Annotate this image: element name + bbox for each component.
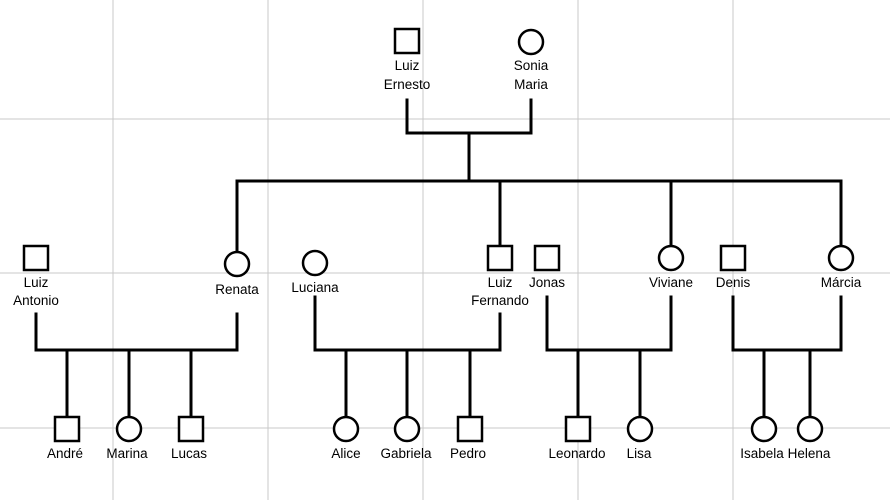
female-symbol	[796, 415, 824, 443]
person-andre[interactable]: André	[47, 415, 83, 461]
person-jonas[interactable]: Jonas	[529, 244, 565, 290]
male-symbol	[456, 415, 484, 443]
person-name: Renata	[215, 282, 259, 297]
person-luciana[interactable]: Luciana	[291, 249, 339, 295]
person-name: Luciana	[291, 280, 339, 295]
relationship-lines	[34, 98, 843, 419]
person-luiz-fernando[interactable]: Luiz Fernando	[471, 244, 529, 308]
person-renata[interactable]: Renata	[215, 250, 259, 297]
person-viviane[interactable]: Viviane	[649, 244, 693, 290]
person-alice[interactable]: Alice	[331, 415, 361, 461]
person-marina[interactable]: Marina	[106, 415, 148, 461]
person-name-line1: Luiz	[24, 275, 49, 290]
person-gabriela[interactable]: Gabriela	[380, 415, 432, 461]
female-symbol	[301, 249, 329, 277]
person-name: Lisa	[627, 446, 652, 461]
person-name-line1: Luiz	[395, 58, 420, 73]
person-name-line1: Luiz	[488, 275, 513, 290]
person-name: Márcia	[821, 275, 862, 290]
person-name: Marina	[106, 446, 148, 461]
person-name: Helena	[788, 446, 831, 461]
person-lucas[interactable]: Lucas	[171, 415, 207, 461]
female-symbol	[223, 250, 251, 278]
female-symbol	[827, 244, 855, 272]
person-name: Leonardo	[548, 446, 605, 461]
female-symbol	[517, 28, 545, 56]
person-isabela[interactable]: Isabela	[740, 415, 784, 461]
female-symbol	[750, 415, 778, 443]
person-name: Jonas	[529, 275, 565, 290]
person-name: Isabela	[740, 446, 784, 461]
person-name: Denis	[716, 275, 751, 290]
person-name-line2: Maria	[514, 77, 548, 92]
male-symbol	[22, 244, 50, 272]
male-symbol	[719, 244, 747, 272]
person-helena[interactable]: Helena	[788, 415, 831, 461]
female-symbol	[115, 415, 143, 443]
person-lisa[interactable]: Lisa	[626, 415, 654, 461]
person-name-line2: Antonio	[13, 293, 59, 308]
person-name-line2: Ernesto	[384, 77, 431, 92]
person-name: Gabriela	[380, 446, 432, 461]
female-symbol	[393, 415, 421, 443]
male-symbol	[177, 415, 205, 443]
person-name: Lucas	[171, 446, 207, 461]
person-luiz-ernesto[interactable]: Luiz Ernesto	[384, 27, 431, 92]
female-symbol	[332, 415, 360, 443]
male-symbol	[486, 244, 514, 272]
male-symbol	[393, 27, 421, 55]
person-leonardo[interactable]: Leonardo	[548, 415, 606, 461]
person-name: Pedro	[450, 446, 486, 461]
person-name-line1: Sonia	[514, 58, 549, 73]
person-denis[interactable]: Denis	[716, 244, 751, 290]
person-marcia[interactable]: Márcia	[821, 244, 862, 290]
female-symbol	[657, 244, 685, 272]
person-name: Viviane	[649, 275, 693, 290]
person-sonia-maria[interactable]: Sonia Maria	[514, 28, 549, 92]
male-symbol	[564, 415, 592, 443]
male-symbol	[53, 415, 81, 443]
female-symbol	[626, 415, 654, 443]
person-pedro[interactable]: Pedro	[450, 415, 486, 461]
person-name-line2: Fernando	[471, 293, 529, 308]
male-symbol	[533, 244, 561, 272]
person-luiz-antonio[interactable]: Luiz Antonio	[13, 244, 59, 308]
person-name: Alice	[331, 446, 360, 461]
person-name: André	[47, 446, 83, 461]
